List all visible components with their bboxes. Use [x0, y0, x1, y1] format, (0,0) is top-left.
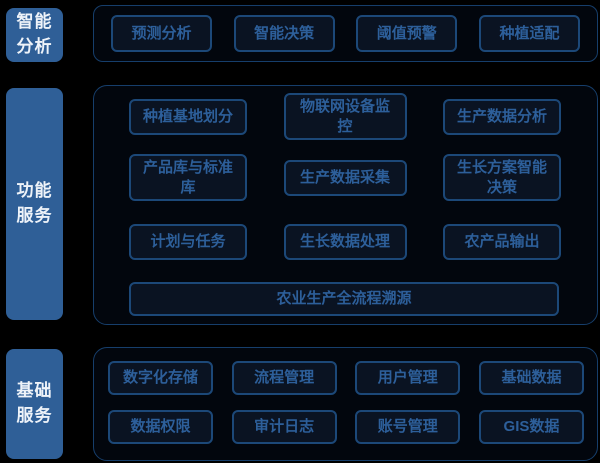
node-gis-data: GIS数据: [478, 409, 584, 444]
node-growth-plan-intelligent-decision: 生长方案智能 决策: [443, 154, 561, 201]
function-row-3: 计划与任务 生长数据处理 农产品输出: [129, 223, 561, 261]
section-label-basic-services: 基础 服务: [6, 349, 63, 459]
intelligent-analysis-panel: 预测分析 智能决策 阈值预警 种植适配: [93, 5, 598, 62]
basic-services-panel: 数字化存储 流程管理 用户管理 基础数据 数据权限 审计日志 账号管理 GIS数…: [93, 347, 598, 461]
section-label-functional-services: 功能 服务: [6, 88, 63, 320]
function-row-2: 产品库与标准 库 生产数据采集 生长方案智能 决策: [129, 154, 561, 201]
node-full-process-traceability: 农业生产全流程溯源: [129, 282, 559, 316]
node-production-data-collection: 生产数据采集: [283, 159, 407, 196]
function-row-1: 种植基地划分 物联网设备监 控 生产数据分析: [129, 93, 561, 140]
section-label-intelligent-analysis: 智能 分析: [6, 8, 63, 62]
node-digital-storage: 数字化存储: [108, 361, 213, 395]
node-intelligent-decision: 智能决策: [233, 15, 335, 52]
node-iot-device-monitoring: 物联网设备监 控: [283, 93, 407, 140]
node-account-management: 账号管理: [355, 409, 461, 444]
node-basic-data: 基础数据: [478, 361, 584, 395]
node-planting-base-division: 种植基地划分: [129, 98, 247, 135]
node-planting-adaptation: 种植适配: [478, 15, 580, 52]
functional-services-panel: 种植基地划分 物联网设备监 控 生产数据分析 产品库与标准 库 生产数据采集 生…: [93, 85, 598, 325]
node-agricultural-product-output: 农产品输出: [443, 224, 561, 260]
node-growth-data-processing: 生长数据处理: [283, 224, 407, 260]
node-audit-log: 审计日志: [231, 409, 337, 444]
node-predictive-analysis: 预测分析: [111, 15, 212, 52]
node-plans-and-tasks: 计划与任务: [129, 224, 247, 260]
base-row-2: 数据权限 审计日志 账号管理 GIS数据: [108, 409, 584, 444]
node-production-data-analysis: 生产数据分析: [443, 98, 561, 135]
node-user-management: 用户管理: [355, 361, 461, 395]
node-product-library-standards: 产品库与标准 库: [129, 154, 247, 201]
node-data-permissions: 数据权限: [108, 409, 213, 444]
node-threshold-warning: 阈值预警: [356, 15, 458, 52]
node-process-management: 流程管理: [231, 361, 337, 395]
base-row-1: 数字化存储 流程管理 用户管理 基础数据: [108, 361, 584, 395]
